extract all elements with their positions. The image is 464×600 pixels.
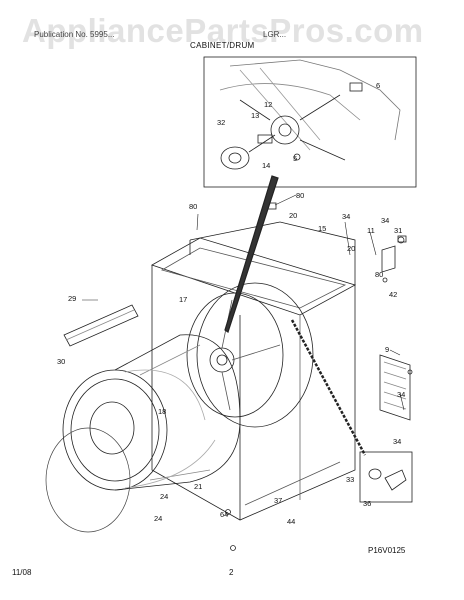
callout-34: 34: [397, 390, 405, 399]
callout-20: 20: [347, 244, 355, 253]
callout-9: 9: [385, 345, 389, 354]
callout-80: 80: [296, 191, 304, 200]
callout-42: 42: [389, 290, 397, 299]
callout-18: 18: [158, 407, 166, 416]
watermark: AppliancePartsPros.com: [22, 12, 424, 49]
screws: [225, 236, 413, 551]
callout-64: 64: [220, 510, 228, 519]
callout-34: 34: [393, 437, 401, 446]
diagram-title: CABINET/DRUM: [190, 41, 255, 50]
callout-6: 6: [376, 81, 380, 90]
callout-15: 15: [318, 224, 326, 233]
callout-20: 20: [289, 211, 297, 220]
callout-labels: 6 12 13 32 5 14 80 20 80 34 15 34 11 31 …: [57, 81, 405, 526]
callout-24: 24: [160, 492, 168, 501]
figure-code: P16V0125: [368, 546, 406, 555]
footer-date: 11/08: [12, 568, 32, 577]
drum: [62, 334, 241, 491]
callout-80: 80: [375, 270, 383, 279]
cabinet: [151, 221, 357, 521]
drum-rear: [186, 282, 314, 428]
callout-24: 24: [154, 514, 162, 523]
leader-lines: [82, 175, 405, 456]
vent-grille: [379, 354, 411, 421]
publication-number: Publication No. 5995...: [34, 30, 115, 39]
callout-17: 17: [179, 295, 187, 304]
callout-34: 34: [342, 212, 350, 221]
callout-12: 12: [264, 100, 272, 109]
callout-21: 21: [194, 482, 202, 491]
callout-31: 31: [394, 226, 402, 235]
callout-13: 13: [251, 111, 259, 120]
model-number: LGR...: [263, 30, 287, 39]
callout-34: 34: [381, 216, 389, 225]
page-number: 2: [229, 568, 234, 577]
callout-30: 30: [57, 357, 65, 366]
callout-44: 44: [287, 517, 295, 526]
callout-80: 80: [189, 202, 197, 211]
callout-5: 5: [293, 154, 297, 163]
callout-14: 14: [262, 161, 270, 170]
callout-37: 37: [274, 496, 282, 505]
detail-inset: [203, 56, 417, 188]
detail-inset-lower: [359, 451, 413, 503]
callout-33: 33: [346, 475, 354, 484]
callout-36: 36: [363, 499, 371, 508]
callout-29: 29: [68, 294, 76, 303]
callout-32: 32: [217, 118, 225, 127]
callout-11: 11: [367, 226, 375, 235]
seal-ring: [45, 427, 131, 533]
side-panel-part: [63, 304, 139, 347]
